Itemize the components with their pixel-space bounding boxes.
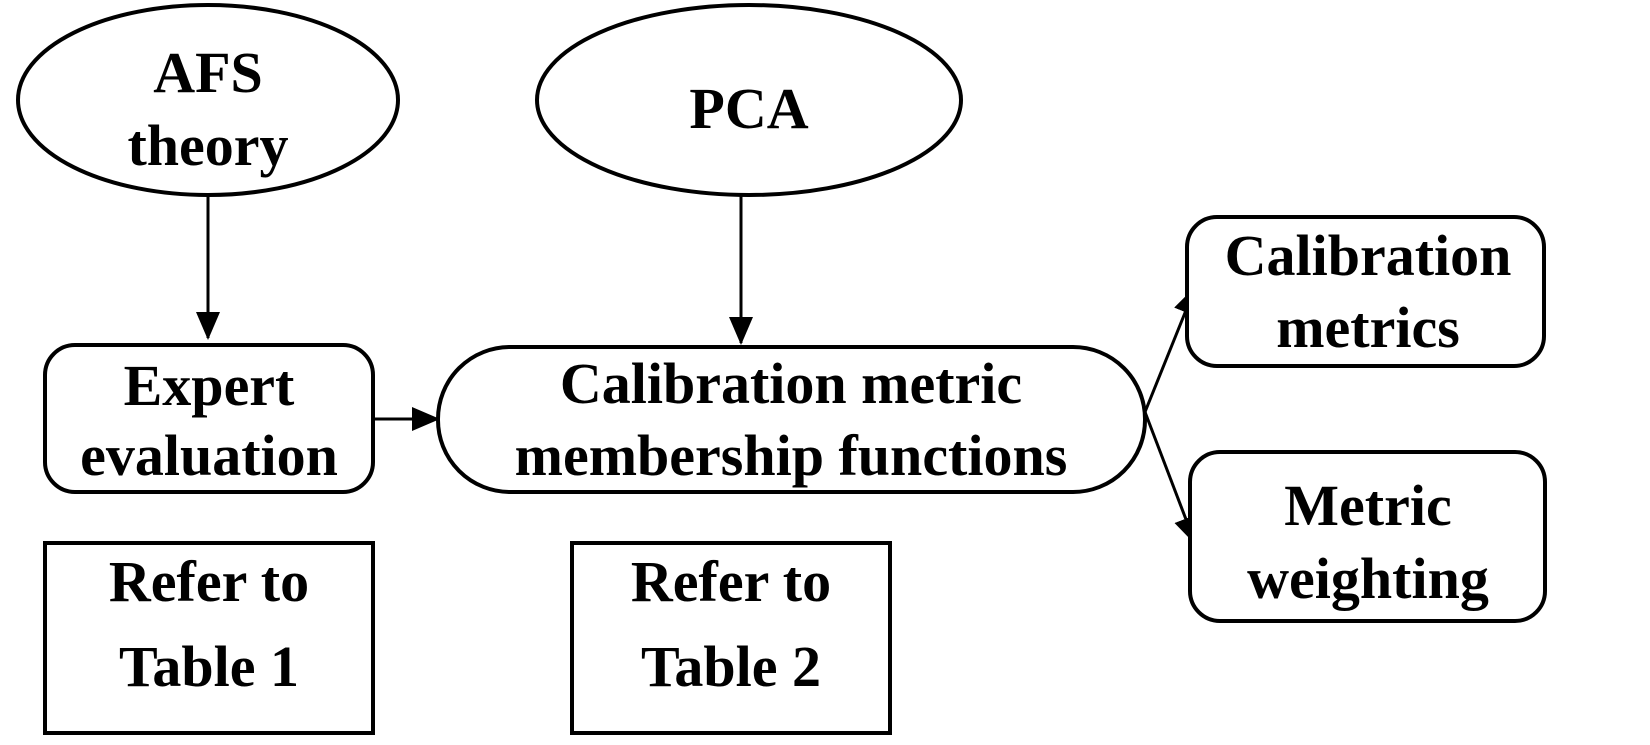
table1-reference-line2: Table 1 [119, 634, 299, 699]
node-metric-weighting: Metric weighting [1188, 450, 1547, 623]
pca-label: PCA [689, 76, 808, 141]
calibration-metrics-line2: metrics [1276, 295, 1460, 360]
node-calibration-metrics: Calibration metrics [1185, 215, 1546, 368]
afs-theory-line2: theory [127, 113, 288, 178]
membership-functions-line2: membership functions [515, 423, 1068, 488]
metric-weighting-line1: Metric [1284, 473, 1451, 538]
expert-evaluation-line2: evaluation [80, 423, 338, 488]
node-table2-reference: Refer to Table 2 [570, 541, 892, 735]
node-membership-functions: Calibration metric membership functions [436, 345, 1147, 494]
table2-reference-line2: Table 2 [641, 634, 821, 699]
node-pca: PCA [535, 3, 963, 197]
metric-weighting-line2: weighting [1247, 546, 1489, 611]
table2-reference-line1: Refer to [631, 549, 831, 614]
expert-evaluation-line1: Expert [124, 353, 295, 418]
afs-theory-line1: AFS [153, 40, 263, 105]
table1-reference-line1: Refer to [109, 549, 309, 614]
node-expert-evaluation: Expert evaluation [43, 343, 375, 494]
membership-functions-line1: Calibration metric [560, 351, 1022, 416]
node-afs-theory: AFS theory [16, 3, 400, 197]
arrow-membership-to-metric-weighting [1143, 411, 1197, 545]
node-table1-reference: Refer to Table 1 [43, 541, 375, 735]
calibration-metrics-line1: Calibration [1225, 223, 1512, 288]
